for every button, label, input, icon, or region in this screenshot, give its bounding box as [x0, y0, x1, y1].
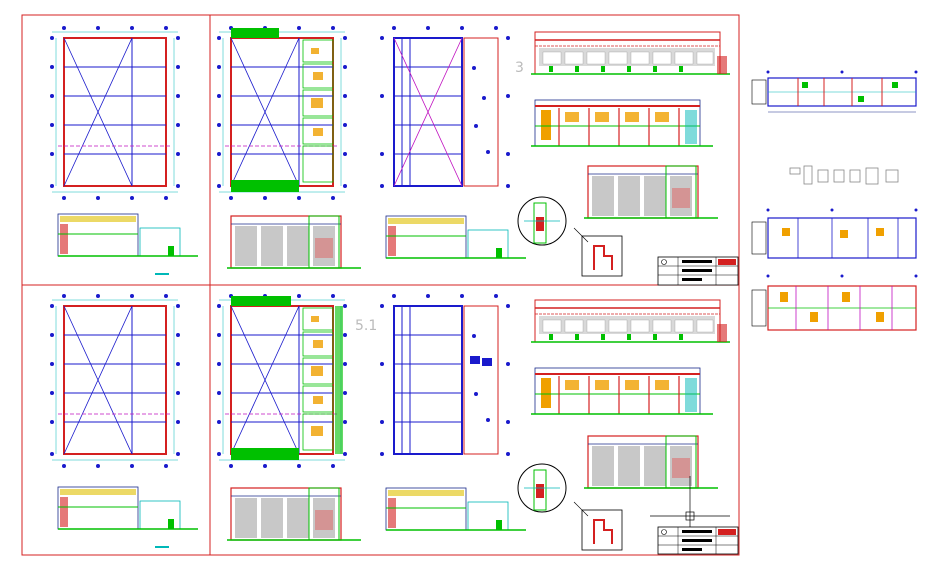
- elevation-1: [226, 215, 362, 269]
- scale-bar-1: [155, 273, 169, 275]
- section-3: [57, 486, 199, 530]
- legend-symbols: [789, 165, 899, 185]
- title-block-1: [657, 256, 739, 286]
- plan-structural-2: [49, 293, 181, 469]
- plan-installations-1: [380, 26, 510, 188]
- facade-elevation-1: [530, 31, 731, 75]
- end-elevation-1: [583, 165, 719, 219]
- section-1: [57, 213, 199, 257]
- end-elevation-2: [583, 435, 719, 489]
- section-2: [385, 215, 527, 259]
- title-block-2: [657, 526, 739, 555]
- strip-plan-3: [751, 274, 918, 331]
- facade-elevation-2: [530, 299, 731, 343]
- section-4: [385, 487, 527, 531]
- cad-crosshair-cursor: [650, 476, 730, 530]
- strip-plan-2: [751, 208, 918, 259]
- cross-section-1: [530, 99, 714, 147]
- detail-box-2: [573, 501, 623, 551]
- dimension-label-top: 3: [515, 60, 524, 76]
- strip-plan-1: [751, 70, 918, 113]
- detail-callout-1: [517, 196, 567, 246]
- elevation-2: [226, 487, 362, 541]
- plan-structural-1: [49, 25, 181, 201]
- cross-section-2: [530, 367, 714, 415]
- plan-architectural-2: [216, 293, 348, 469]
- detail-box-1: [573, 227, 623, 277]
- plan-architectural-1: [216, 25, 348, 201]
- plan-installations-2: [380, 294, 510, 456]
- detail-callout-2: [517, 463, 567, 513]
- scale-bar-2: [155, 546, 169, 548]
- dimension-label-bottom: 5.1: [355, 318, 377, 334]
